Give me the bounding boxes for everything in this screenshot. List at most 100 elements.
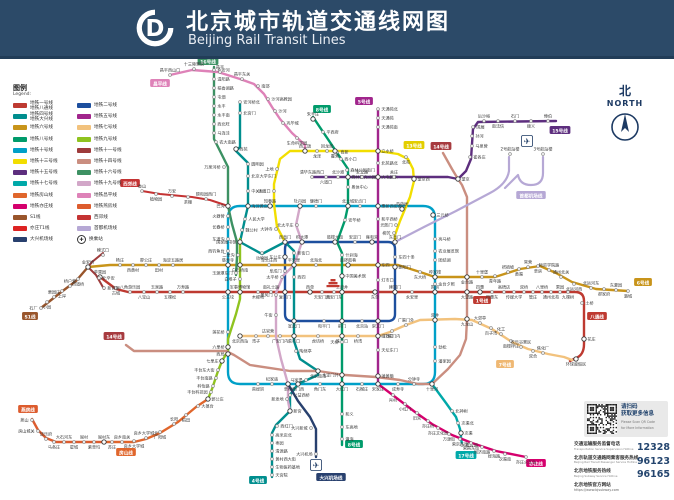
station-dot <box>291 333 297 339</box>
station-label: 双合 <box>529 353 537 359</box>
svg-text:S1线: S1线 <box>24 313 36 320</box>
station-label: 安定门 <box>349 233 361 239</box>
station-label: 海淀黄庄 <box>251 202 267 208</box>
metro-line-line13 <box>272 149 416 244</box>
svg-text:5号线: 5号线 <box>358 98 371 105</box>
svg-text:8号线: 8号线 <box>348 441 361 448</box>
metro-line-line1-batong <box>98 275 586 363</box>
station-label: 茶棚 <box>184 199 192 205</box>
station-label: 物资学院路 <box>539 261 559 267</box>
station-label: 北京南站 <box>310 373 326 379</box>
station-label: 光熙门 <box>380 221 392 227</box>
station-label: 霍营 <box>331 153 339 159</box>
station-label: 马泉营 <box>475 142 487 148</box>
station-label: 顺义 <box>527 123 535 129</box>
station-dot <box>212 113 216 117</box>
legend-swatch <box>13 203 27 209</box>
station-dot <box>358 204 362 208</box>
station-dot <box>412 382 416 386</box>
station-label: 长阳 <box>170 415 178 421</box>
metro-line-line14 <box>124 151 469 386</box>
station-dot <box>297 203 303 209</box>
station-label: 五道口 <box>258 187 270 193</box>
station-label: 潞城 <box>624 293 632 299</box>
station-dot <box>339 372 345 378</box>
station-label: 南礼士路 <box>263 283 279 289</box>
station-dot <box>345 168 349 172</box>
station-label: 传媒大学 <box>506 294 522 300</box>
legend-label: 地铁燕房线 <box>94 203 117 209</box>
line-badge: 西郊线 <box>120 179 140 187</box>
legend-swatch <box>13 192 27 198</box>
station-label: 九棵树 <box>562 294 574 300</box>
station-label: 燕山 <box>20 416 28 422</box>
line-badge: 5号线 <box>355 97 373 105</box>
station-dot <box>522 290 526 294</box>
station-label: 枣园 <box>275 439 283 445</box>
qr-box: 请扫码 获取更多信息 Please Scan QR Code for More … <box>584 401 668 437</box>
svg-text:14号线: 14号线 <box>433 143 449 150</box>
station-dot <box>464 274 470 280</box>
station-label: 同济南路 <box>474 449 490 455</box>
station-label: 万泉河桥 <box>204 163 220 169</box>
station-dot <box>469 441 473 445</box>
station-label: 西苑 <box>239 145 247 151</box>
station-dot <box>460 443 464 447</box>
station-label: 草桥 <box>284 386 292 392</box>
station-dot <box>492 449 496 453</box>
legend-swatch <box>13 103 27 109</box>
station-label: 农业展览馆 <box>438 247 458 253</box>
station-label: 陶然亭 <box>299 347 311 353</box>
station-dot <box>240 77 244 81</box>
station-dot <box>464 289 470 295</box>
legend-swatch <box>13 114 27 120</box>
station-label: 平安里 <box>288 256 300 262</box>
station-dot <box>392 239 398 245</box>
station-dot <box>291 262 297 268</box>
station-label: 劲松 <box>438 343 446 349</box>
station-label: 环球度假区 <box>566 361 586 367</box>
station-label: 北京站 <box>356 323 368 329</box>
station-dot <box>281 121 285 125</box>
website-label: 北京地铁官方网站 <box>574 482 611 488</box>
interchange-icon: ✚ <box>77 235 86 245</box>
legend-label: 大兴机场线 <box>30 237 53 243</box>
legend-swatch <box>77 181 91 187</box>
station-dot <box>376 116 380 120</box>
legend-label: 地铁十九号线 <box>94 181 122 187</box>
station-dot <box>216 368 220 372</box>
station-dot <box>212 95 216 99</box>
station-label: 饶乐府 <box>40 430 52 436</box>
station-label: 栗园庄 <box>48 288 60 294</box>
station-dot <box>339 157 343 161</box>
station-label: 万安 <box>168 187 176 193</box>
station-dot <box>410 290 414 294</box>
station-label: 次渠南 <box>499 456 511 462</box>
station-dot <box>270 382 274 386</box>
legend-item: ✚换乘站 <box>77 235 141 245</box>
website-url[interactable]: https://www.bjsubway.com <box>574 488 620 492</box>
station-dot <box>144 263 148 267</box>
legend-title: 图例 <box>13 84 27 92</box>
station-label: 奥体中心 <box>351 183 367 189</box>
station-label: 天安门西 <box>314 294 330 300</box>
station-label: 天通苑北 <box>381 105 397 111</box>
station-dot <box>369 239 375 245</box>
station-label: 惠新西街南口 <box>381 202 406 208</box>
station-dot <box>226 249 230 253</box>
station-label: 大葆台 <box>201 402 213 408</box>
station-dot <box>524 455 528 459</box>
station-dot <box>226 225 230 229</box>
station-dot <box>506 270 510 274</box>
station-dot <box>512 290 516 294</box>
svg-text:7号线: 7号线 <box>499 361 512 368</box>
station-label: 潘家园 <box>438 357 450 363</box>
station-dot <box>340 437 344 441</box>
station-dot <box>192 67 196 71</box>
line-badge: 大兴机场线 <box>316 473 346 481</box>
station-label: 和平门 <box>318 323 330 329</box>
line-badge: 14号线 <box>430 142 452 150</box>
station-dot <box>283 269 287 273</box>
station-label: 和义 <box>345 410 353 416</box>
